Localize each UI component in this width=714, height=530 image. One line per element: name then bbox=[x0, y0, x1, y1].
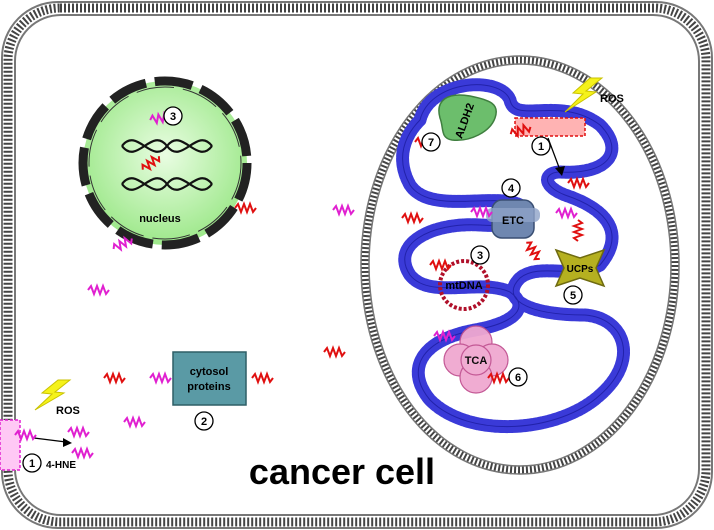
aldehyde-squiggle bbox=[14, 428, 37, 442]
step-number-n4: 4 bbox=[501, 178, 521, 198]
step-number-n3_mito: 3 bbox=[470, 245, 490, 265]
svg-text:3: 3 bbox=[170, 111, 176, 123]
cytosol-label-1: cytosol bbox=[190, 366, 229, 378]
step-number-n6: 6 bbox=[508, 367, 528, 387]
aldehyde-squiggle bbox=[524, 241, 542, 261]
aldehyde-squiggle bbox=[123, 415, 146, 429]
aldehyde-squiggle bbox=[234, 201, 257, 215]
lightning-icon bbox=[564, 77, 604, 113]
aldehyde-squiggle bbox=[251, 371, 274, 385]
aldehyde-squiggle bbox=[141, 154, 161, 172]
svg-text:6: 6 bbox=[515, 372, 521, 384]
aldehyde-squiggle bbox=[103, 371, 126, 385]
aldehyde-squiggle bbox=[112, 235, 133, 252]
cell-lipid-segment bbox=[0, 419, 21, 471]
ucp-protein: UCPs bbox=[554, 248, 606, 288]
svg-text:3: 3 bbox=[477, 250, 483, 262]
step-numbers: 1 2 3 1 3 4 5 6 7 bbox=[22, 106, 583, 473]
inner-membrane-outline bbox=[402, 84, 625, 428]
ros-left-label: ROS bbox=[56, 405, 80, 417]
aldehyde-squiggle bbox=[323, 345, 346, 359]
ros-mito-label: ROS bbox=[600, 93, 624, 105]
diagram-title: cancer cell bbox=[249, 451, 435, 492]
aldehyde-squiggle bbox=[332, 203, 355, 217]
step-number-n7: 7 bbox=[421, 132, 441, 152]
aldehyde-squiggle bbox=[71, 446, 94, 460]
aldehyde-squiggle bbox=[87, 283, 110, 297]
aldehyde-molecules bbox=[14, 110, 590, 460]
hne-label: 4-HNE bbox=[46, 460, 76, 471]
lightning-icon bbox=[34, 379, 72, 411]
step-number-n1_left: 1 bbox=[22, 453, 42, 473]
mito-lipid-segment bbox=[514, 117, 586, 137]
aldehyde-squiggle bbox=[429, 258, 452, 272]
tca-cycle: TCA bbox=[443, 325, 509, 394]
nucleus bbox=[78, 76, 252, 250]
mtdna: mtDNA bbox=[438, 259, 490, 311]
aldehyde-squiggle bbox=[470, 205, 493, 219]
step-number-n3_nucleus: 3 bbox=[163, 106, 183, 126]
svg-text:1: 1 bbox=[538, 141, 544, 153]
ucp-label: UCPs bbox=[567, 264, 594, 275]
svg-text:4: 4 bbox=[508, 183, 515, 195]
aldehyde-squiggle bbox=[567, 176, 590, 190]
cytosol-label-2: proteins bbox=[187, 381, 230, 393]
etc-complex: ETC bbox=[486, 199, 540, 239]
aldehyde-squiggle bbox=[487, 371, 510, 385]
aldehyde-squiggle bbox=[555, 206, 578, 220]
aldehyde-squiggle bbox=[149, 371, 172, 385]
svg-text:2: 2 bbox=[201, 416, 207, 428]
svg-text:7: 7 bbox=[428, 137, 434, 149]
step-number-n2: 2 bbox=[194, 411, 214, 431]
svg-text:1: 1 bbox=[29, 458, 35, 470]
svg-text:5: 5 bbox=[570, 290, 576, 302]
aldehyde-squiggle bbox=[67, 425, 90, 439]
tca-label: TCA bbox=[465, 355, 488, 367]
step-number-n5: 5 bbox=[563, 285, 583, 305]
aldehyde-squiggle bbox=[509, 122, 532, 139]
etc-label: ETC bbox=[502, 215, 524, 227]
cytosol-proteins: cytosol proteins bbox=[172, 351, 247, 406]
dna-helix bbox=[121, 139, 213, 191]
nucleus-label: nucleus bbox=[139, 213, 181, 225]
aldh2-enzyme: ALDH2 bbox=[438, 94, 497, 141]
aldehyde-squiggle bbox=[433, 329, 456, 343]
aldehyde-squiggle bbox=[401, 211, 424, 225]
step-number-n1_mito: 1 bbox=[531, 136, 551, 156]
mtdna-label: mtDNA bbox=[445, 280, 482, 292]
aldehyde-squiggle bbox=[571, 219, 585, 242]
